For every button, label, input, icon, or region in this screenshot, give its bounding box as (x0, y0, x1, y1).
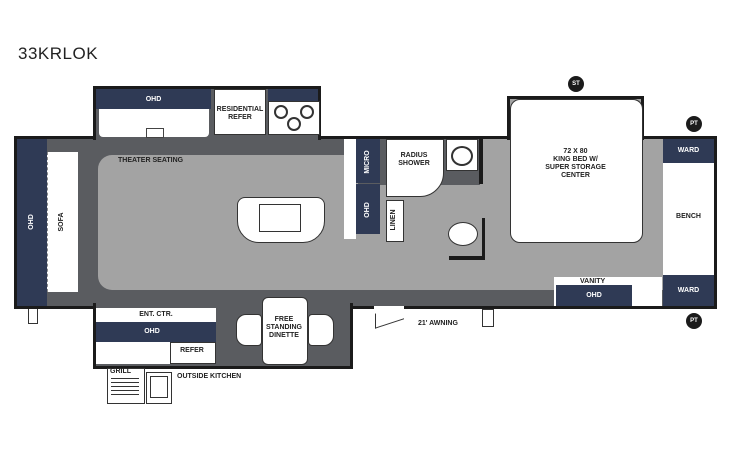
ward-top (663, 139, 714, 163)
radius-shower-label: RADIUS SHOWER (398, 152, 430, 167)
ohd-top-cabinet (96, 89, 211, 109)
sofa (47, 152, 78, 292)
dinette-chair-left (236, 314, 262, 346)
dinette-label: FREE STANDING DINETTE (265, 316, 303, 339)
ward-top-label: WARD (677, 147, 700, 154)
outside-sink-basin (150, 376, 168, 398)
burner-icon (300, 105, 314, 119)
toilet-wall (449, 256, 485, 260)
sofa-label: SOFA (58, 212, 65, 232)
king-bed-label: 72 X 80 KING BED W/ SUPER STORAGE CENTER (545, 148, 606, 179)
ohd-sofa-cabinet (17, 139, 47, 306)
ohd-bottom-label: OHD (144, 328, 160, 335)
vanity-label: VANITY (580, 278, 606, 285)
burner-icon (274, 105, 288, 119)
stabilizer-jack-left (28, 309, 38, 324)
ohd-mid-label: OHD (364, 202, 371, 218)
radius-shower (386, 139, 444, 197)
ohd-bottom-cabinet (96, 322, 216, 342)
ent-ctr-label: ENT. CTR. (139, 311, 173, 318)
grill-label: GRILL (110, 368, 131, 375)
theater-seating-label: THEATER SEATING (118, 157, 184, 164)
sink-icon (146, 128, 164, 138)
outside-kitchen-label: OUTSIDE KITCHEN (177, 373, 242, 380)
pt-badge-bottom: PT (686, 313, 702, 329)
bench-label: BENCH (676, 213, 701, 220)
grill-grate-icon (111, 378, 139, 398)
king-bed (510, 99, 643, 243)
refer-label: REFER (180, 347, 204, 354)
bathroom-sink-icon (451, 146, 473, 166)
ent-ctr (96, 308, 216, 322)
ohd-mid-cabinet (356, 184, 380, 234)
linen-label: LINEN (390, 209, 397, 231)
dinette-chair-right (308, 314, 334, 346)
cooktop-hood (268, 89, 318, 101)
step-icon (482, 309, 494, 327)
burner-icon (287, 117, 301, 131)
dinette-table (262, 297, 308, 365)
ward-bottom (663, 275, 714, 306)
bath-wall (479, 139, 483, 184)
refer (170, 342, 216, 364)
ohd-vanity-label: OHD (586, 292, 602, 299)
awning-label: 21' AWNING (418, 320, 458, 327)
toilet-icon (448, 222, 478, 246)
ohd-top-label: OHD (145, 96, 162, 103)
ward-bottom-label: WARD (677, 287, 700, 294)
micro-label: MICRO (364, 150, 371, 174)
island-sink-icon (259, 204, 301, 232)
linen-closet (386, 200, 404, 242)
toilet-wall-side (482, 218, 485, 260)
ohd-sofa-label: OHD (28, 214, 35, 230)
micro-cabinet (356, 139, 380, 183)
entry-door (374, 306, 404, 309)
residential-refer-label: RESIDENTIAL REFER (216, 106, 264, 121)
residential-refer (214, 89, 266, 135)
micro-counter (344, 139, 356, 239)
ohd-vanity-cabinet (556, 285, 632, 306)
st-badge: ST (568, 76, 584, 92)
model-title: 33KRLOK (18, 44, 99, 63)
pt-badge-top: PT (686, 116, 702, 132)
